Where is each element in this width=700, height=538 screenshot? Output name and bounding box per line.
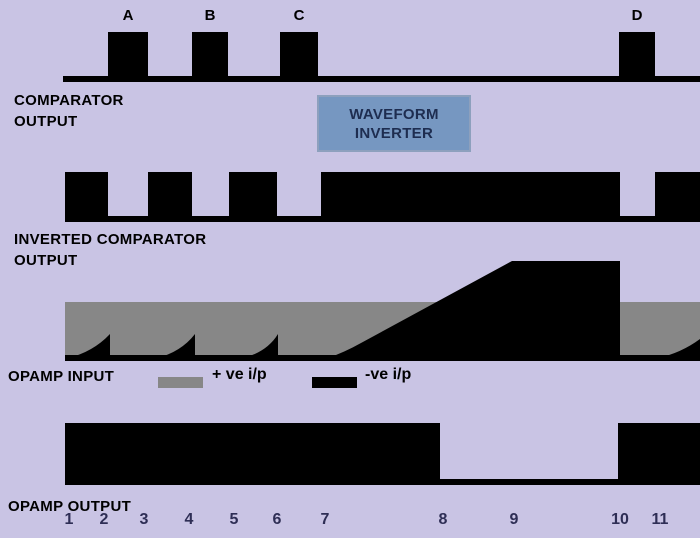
- positive-input-legend-swatch: [158, 377, 203, 388]
- comparator_output-high-segment: [192, 32, 228, 77]
- opamp-input-waveform: [65, 261, 700, 361]
- sawtooth-fin-1: [68, 334, 110, 358]
- inverted_comparator_output-high-segment: [65, 172, 108, 222]
- timeline-tick-11: 11: [651, 511, 669, 528]
- sawtooth-fin-4: [658, 339, 700, 358]
- opamp_output-high-segment: [618, 423, 700, 485]
- timeline-tick-6: 6: [272, 511, 282, 528]
- timeline-tick-10: 10: [611, 511, 629, 528]
- negative-input-legend-swatch: [312, 377, 357, 388]
- inverted-comparator-label-line1: INVERTED COMPARATOR: [14, 231, 207, 248]
- inverted_comparator_output-high-segment: [148, 172, 192, 222]
- pulse-label-A: A: [122, 7, 134, 24]
- opamp-input-label: OPAMP INPUT: [8, 366, 114, 387]
- comparator_output-high-segment: [280, 32, 318, 77]
- timeline-tick-4: 4: [184, 511, 194, 528]
- comparator-output-label-line2: OUTPUT: [14, 113, 78, 130]
- timeline-tick-8: 8: [438, 511, 448, 528]
- timeline-tick-1: 1: [64, 511, 74, 528]
- inverted_comparator_output-high-segment: [321, 172, 620, 222]
- pulse-label-D: D: [631, 7, 643, 24]
- inverted_comparator_output-high-segment: [229, 172, 277, 222]
- opamp_output-high-segment: [65, 423, 440, 485]
- timeline-tick-3: 3: [139, 511, 149, 528]
- pulse-label-B: B: [204, 7, 216, 24]
- comparator_output-high-segment: [108, 32, 148, 77]
- timeline-tick-7: 7: [320, 511, 330, 528]
- opamp-output-label-text: OPAMP OUTPUT: [8, 498, 132, 515]
- long-ramp: [328, 261, 620, 358]
- waveform-inverter-block: WAVEFORM INVERTER: [317, 95, 471, 152]
- comparator-output-label-line1: COMPARATOR: [14, 92, 124, 109]
- positive-input-legend-label: + ve i/p: [212, 366, 267, 383]
- comparator-output-label: COMPARATOR OUTPUT: [14, 90, 124, 132]
- negative-input-legend-label: -ve i/p: [365, 366, 412, 383]
- comparator-baseline: [63, 76, 700, 82]
- opamp-output-label: OPAMP OUTPUT: [8, 496, 131, 517]
- timeline-tick-5: 5: [229, 511, 239, 528]
- sawtooth-fin-3: [243, 334, 278, 358]
- timeline-tick-2: 2: [99, 511, 109, 528]
- inverter-block-line2: INVERTER: [354, 124, 434, 142]
- inverted_comparator_output-high-segment: [655, 172, 700, 222]
- opamp-output-baseline: [65, 479, 700, 485]
- opamp-input-label-text: OPAMP INPUT: [8, 368, 115, 385]
- comparator_output-high-segment: [619, 32, 655, 77]
- pulse-label-C: C: [293, 7, 305, 24]
- timeline-tick-9: 9: [509, 511, 519, 528]
- inverter-block-line1: WAVEFORM: [349, 105, 439, 123]
- inverted-comparator-label-line2: OUTPUT: [14, 252, 78, 269]
- inverted-comparator-baseline: [65, 216, 700, 222]
- inverted-comparator-output-label: INVERTED COMPARATOR OUTPUT: [14, 229, 206, 271]
- sawtooth-fin-2: [157, 334, 195, 358]
